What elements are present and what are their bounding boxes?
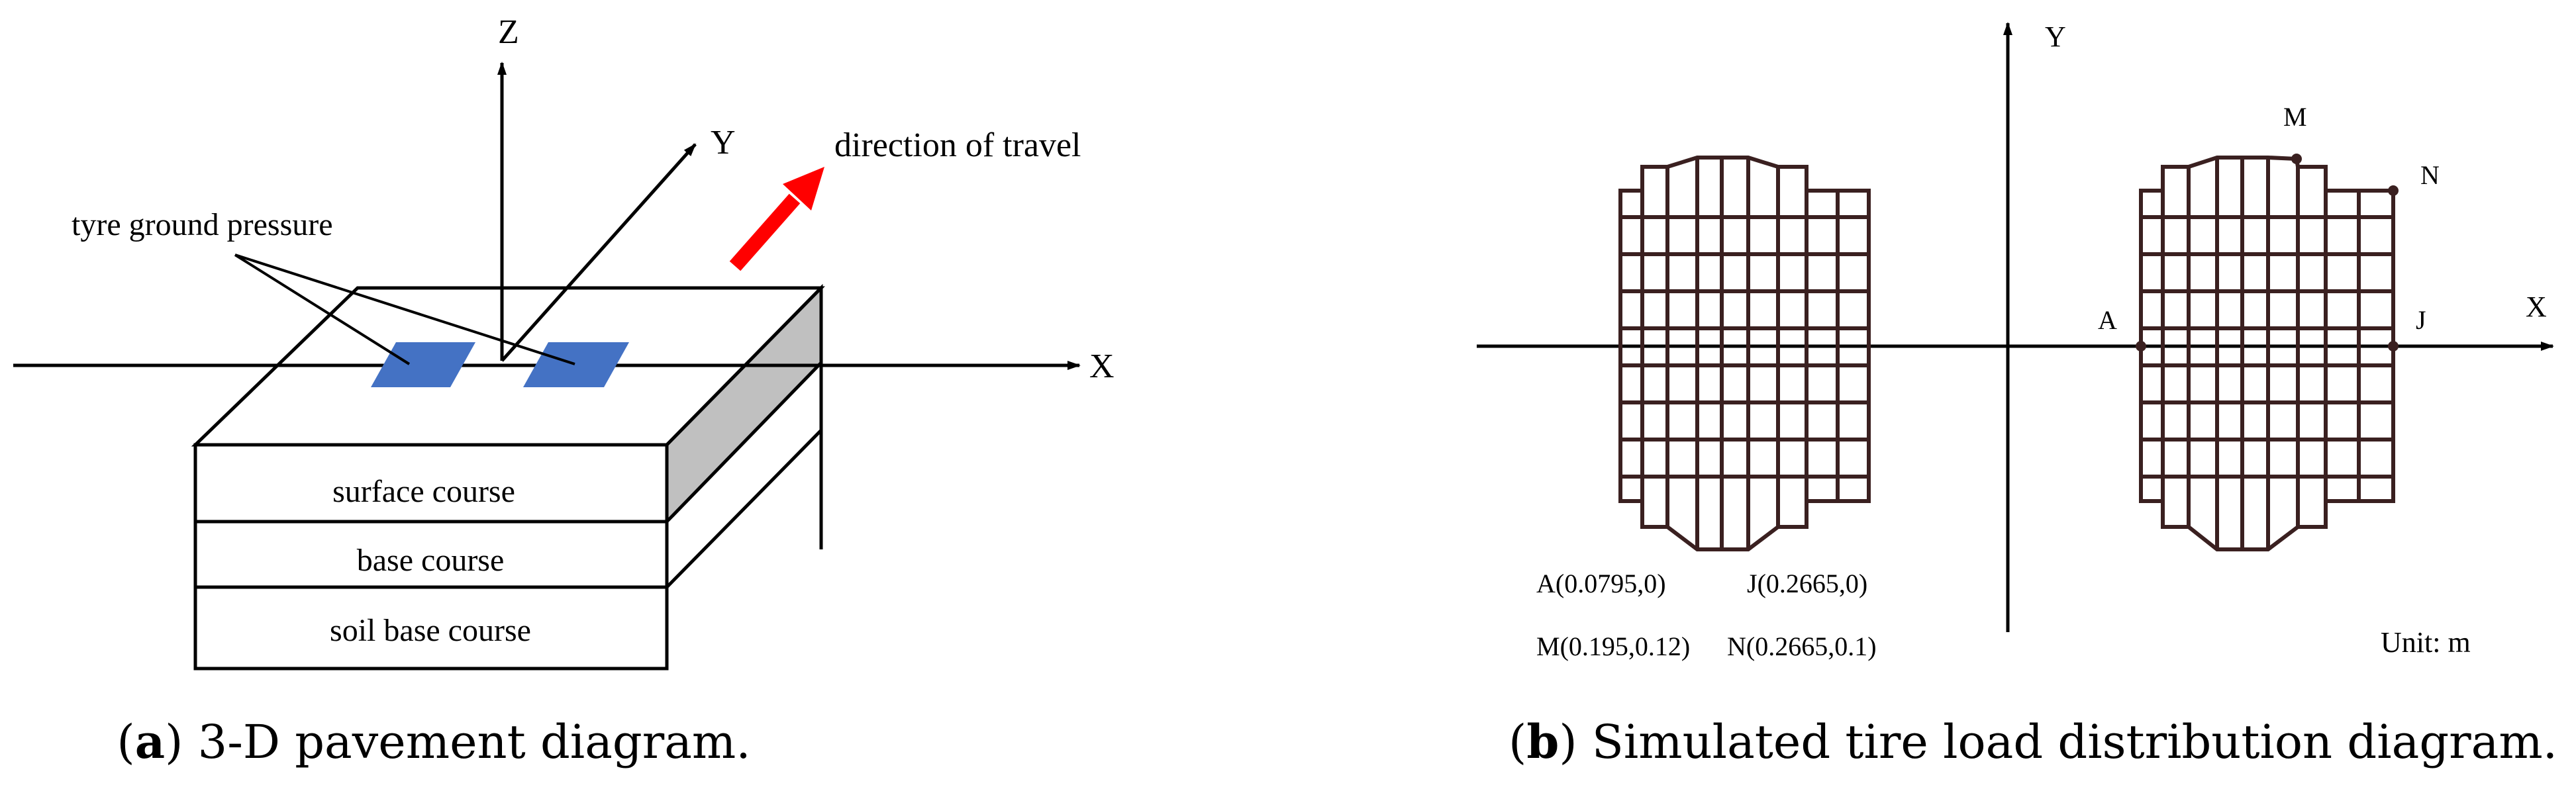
pressure-pointer-left (234, 254, 411, 365)
pressure-patch-left (371, 342, 475, 387)
caption-a: (a) 3-D pavement diagram. (117, 714, 750, 769)
point-j-marker (2388, 341, 2399, 351)
point-m-label: M (2283, 102, 2307, 132)
b-y-axis-label: Y (2045, 21, 2066, 53)
panel-b-load-distribution-diagram: Y X A J M N A(0.0795,0) J(0.2665,0) M(0.… (1477, 21, 2557, 769)
right-face-divider (666, 429, 822, 588)
tire-grid-right-lines (2141, 158, 2393, 549)
unit-label: Unit: m (2381, 626, 2471, 659)
tire-grid-right (2139, 156, 2395, 551)
panel-a-pavement-diagram: Z Y X direction of travel tyre ground pr… (13, 13, 1115, 769)
travel-arrow-shaft (729, 193, 801, 271)
tire-grid-left (1618, 156, 1871, 551)
layer-label-surface: surface course (332, 474, 515, 509)
x-axis-label: X (1089, 348, 1115, 385)
slab-front-face (193, 443, 669, 671)
caption-a-text: 3-D pavement diagram. (183, 715, 750, 769)
coord-a: A(0.0795,0) (1536, 569, 1666, 598)
pressure-patch-right (523, 342, 629, 387)
y-axis-label: Y (711, 124, 736, 162)
direction-of-travel-label: direction of travel (834, 126, 1081, 164)
b-x-axis-label: X (2526, 291, 2547, 323)
caption-a-letter: a (135, 714, 165, 769)
coord-j: J(0.2665,0) (1747, 569, 1867, 598)
travel-arrow-head (783, 167, 824, 210)
point-n-label: N (2420, 160, 2440, 190)
tire-grid-left-lines (1620, 158, 1869, 549)
coord-m: M(0.195,0.12) (1536, 631, 1690, 661)
layer-label-soil-base: soil base course (330, 613, 531, 648)
tire-grid-left-outline (1618, 156, 1871, 551)
caption-b: (b) Simulated tire load distribution dia… (1509, 714, 2557, 769)
caption-b-text: Simulated tire load distribution diagram… (1577, 715, 2557, 769)
pressure-pointer-right (234, 254, 575, 365)
layer-label-base: base course (357, 543, 505, 578)
point-m-marker (2291, 154, 2302, 164)
z-axis-label: Z (498, 13, 519, 51)
point-j-label: J (2416, 305, 2426, 335)
point-a-marker (2136, 341, 2146, 351)
y-axis (501, 143, 697, 362)
point-n-marker (2388, 185, 2399, 196)
tyre-ground-pressure-label: tyre ground pressure (72, 207, 333, 242)
point-a-label: A (2098, 305, 2117, 335)
caption-b-letter: b (1526, 714, 1559, 769)
coord-n: N(0.2665,0.1) (1727, 631, 1877, 661)
